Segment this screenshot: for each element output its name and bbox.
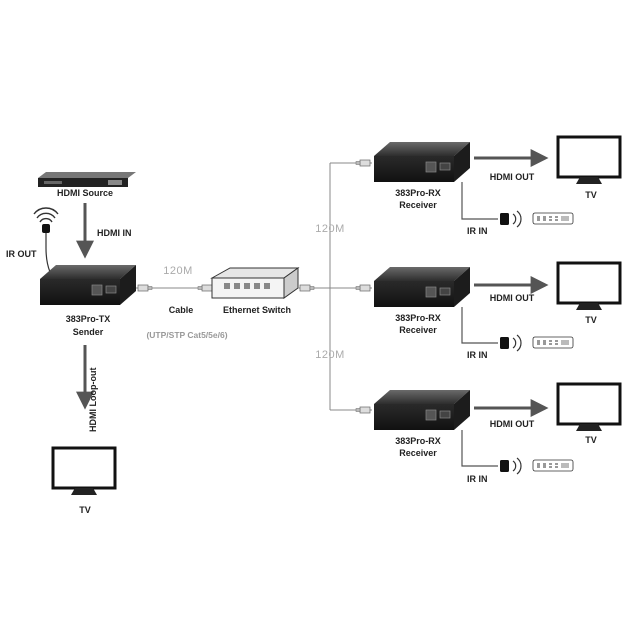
loop-out-label: HDMI Loop-out [88, 368, 98, 432]
receiver-3-rj45 [355, 406, 371, 414]
receiver-2-role: Receiver [399, 325, 437, 335]
receiver-row-1: 383Pro-RX Receiver HDMI OUT TV IR IN [330, 135, 622, 236]
sender-box [39, 264, 137, 306]
receiver-1-ir-wave-icon [512, 210, 522, 228]
hdmi-in-label: HDMI IN [97, 228, 132, 238]
receiver-3-remote-icon [532, 459, 574, 472]
receiver-row-2: 383Pro-RX Receiver HDMI OUT TV IR IN [330, 261, 622, 360]
receiver-3-ir-wave-icon [512, 457, 522, 475]
receiver-3-ir-cable [461, 430, 498, 467]
receiver-3-ir-receiver-icon [500, 460, 509, 472]
receiver-2-ir-receiver-icon [500, 337, 509, 349]
receiver-1-role: Receiver [399, 200, 437, 210]
hdmi-source-label: HDMI Source [57, 188, 113, 198]
receiver-2-tv-icon [556, 261, 622, 312]
receiver-3-ir-in-label: IR IN [467, 474, 488, 484]
ir-out-label: IR OUT [6, 249, 37, 259]
sender-role: Sender [73, 327, 104, 337]
switch-rj45-in [197, 284, 213, 292]
receiver-3-model: 383Pro-RX [395, 436, 441, 446]
cable-label: Cable [169, 305, 194, 315]
receiver-1-ir-in-label: IR IN [467, 226, 488, 236]
receiver-2-rj45 [355, 284, 371, 292]
local-tv-label: TV [79, 505, 91, 515]
sender-rj45 [137, 284, 153, 292]
receiver-3-tv-label: TV [585, 435, 597, 445]
sender-model: 383Pro-TX [66, 314, 111, 324]
receiver-2-hdmi-out-label: HDMI OUT [490, 293, 535, 303]
receiver-1-ir-cable [461, 182, 498, 220]
receiver-1-tv-icon [556, 135, 622, 186]
switch-rj45-out [299, 284, 315, 292]
cable-distance: 120M [163, 265, 193, 277]
receiver-1-tv-label: TV [585, 190, 597, 200]
receiver-1-model: 383Pro-RX [395, 188, 441, 198]
trunk-distance-1: 120M [315, 223, 345, 235]
receiver-3-tv-icon [556, 382, 622, 433]
receiver-3-hdmi-out-label: HDMI OUT [490, 419, 535, 429]
trunk-distance-2: 120M [315, 349, 345, 361]
hdmi-source-device [38, 172, 136, 187]
receiver-2-tv-label: TV [585, 315, 597, 325]
ir-out-cable [45, 233, 51, 273]
receiver-2-box [373, 266, 471, 308]
local-tv-icon [51, 446, 117, 497]
cable-spec: (UTP/STP Cat5/5e/6) [146, 330, 227, 340]
receiver-2-remote-icon [532, 336, 574, 349]
receiver-2-model: 383Pro-RX [395, 313, 441, 323]
receiver-2-ir-wave-icon [512, 334, 522, 352]
receiver-1-remote-icon [532, 212, 574, 225]
receiver-1-hdmi-out-label: HDMI OUT [490, 172, 535, 182]
receiver-row-3: 383Pro-RX Receiver HDMI OUT TV IR IN [330, 382, 622, 484]
ir-out-emitter-icon [33, 207, 59, 233]
receiver-3-box [373, 389, 471, 431]
receiver-1-ir-receiver-icon [500, 213, 509, 225]
receiver-1-rj45 [355, 159, 371, 167]
receiver-2-ir-in-label: IR IN [467, 350, 488, 360]
ethernet-switch-icon [210, 267, 300, 299]
receiver-2-ir-cable [461, 307, 498, 344]
switch-label: Ethernet Switch [223, 305, 291, 315]
receiver-1-box [373, 141, 471, 183]
receiver-3-role: Receiver [399, 448, 437, 458]
